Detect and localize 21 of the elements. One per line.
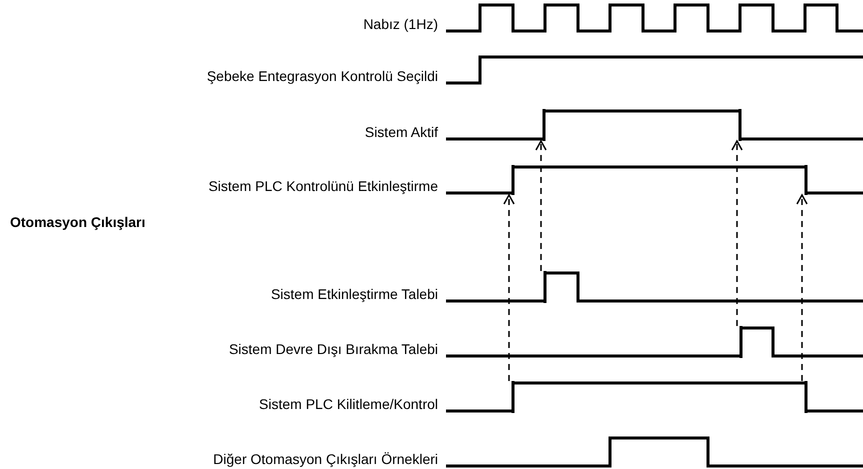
signal-label: Sistem Aktif: [364, 124, 438, 140]
signal-label: Nabız (1Hz): [363, 16, 438, 32]
signal-transition: [540, 109, 548, 141]
signal-transition: [737, 326, 745, 358]
signal-transition: [509, 165, 517, 195]
signal-transition: [509, 381, 517, 413]
signal-label: Sistem PLC Kilitleme/Kontrol: [259, 396, 438, 412]
signal-transition: [736, 109, 744, 141]
signal-label: Sistem Devre Dışı Bırakma Talebi: [228, 341, 438, 357]
signal-label: Şebeke Entegrasyon Kontrolü Seçildi: [206, 68, 438, 84]
signal-transition: [802, 381, 810, 413]
dashed-arrow: [731, 140, 743, 326]
signal-label: Sistem Etkinleştirme Talebi: [270, 286, 438, 302]
signal-label: Diğer Otomasyon Çıkışları Örnekleri: [213, 451, 438, 467]
dashed-arrow: [796, 194, 808, 381]
signal-label: Sistem PLC Kontrolünü Etkinleştirme: [208, 178, 438, 194]
signal-transition: [802, 165, 810, 195]
section-heading: Otomasyon Çıkışları: [10, 214, 146, 231]
signal-transition: [541, 271, 549, 303]
dashed-arrow: [503, 194, 515, 381]
dashed-arrow: [535, 140, 547, 271]
